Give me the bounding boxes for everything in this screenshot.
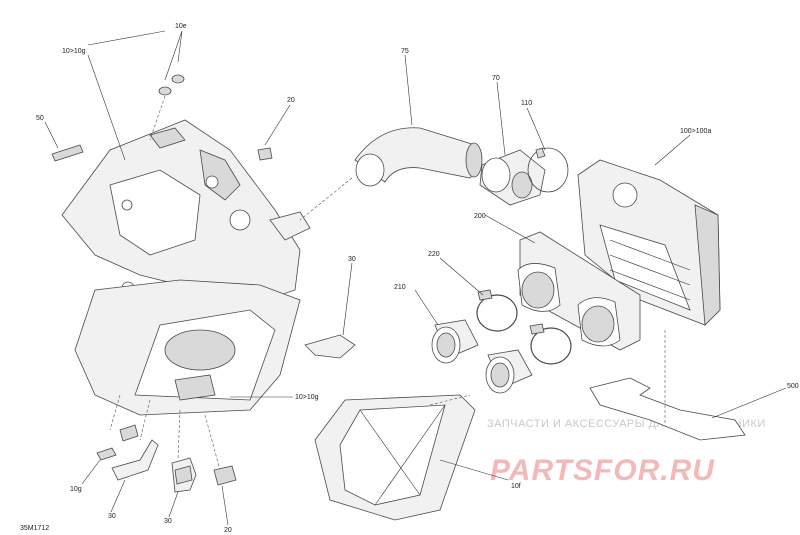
callout-75: 75 (401, 48, 409, 55)
callout-100-100a: 100>100a (680, 128, 711, 135)
watermark-logo: PARTSFOR.RU (490, 454, 715, 487)
callout-labels: 10e 10>10g 20 50 75 70 110 100>100a 200 … (20, 23, 799, 534)
callout-200: 200 (474, 213, 486, 220)
clamp-220 (476, 289, 572, 365)
clip-20-small (119, 424, 139, 442)
callout-10e: 10e (175, 23, 187, 30)
bracket-30-bl (111, 439, 159, 481)
decal-50 (51, 144, 84, 162)
callout-70: 70 (492, 75, 500, 82)
callout-500: 500 (787, 383, 799, 390)
callout-20-bottom: 20 (224, 527, 232, 534)
leader-lines (44, 30, 787, 526)
callout-10f: 10f (511, 483, 521, 490)
clip-20-top (257, 147, 273, 161)
bracket-30-bc (171, 457, 197, 493)
clip-20-bottom (213, 465, 237, 486)
callout-220: 220 (428, 251, 440, 258)
airbox-upper-frame (61, 119, 311, 301)
grommet-set (149, 74, 185, 141)
callout-20-top: 20 (287, 97, 295, 104)
callout-110: 110 (521, 100, 532, 107)
callout-30-right: 30 (348, 256, 356, 263)
callout-50: 50 (36, 115, 44, 122)
bracket-30-right (304, 334, 356, 359)
intake-duct (299, 127, 483, 221)
callout-30-bottom-left: 30 (108, 513, 116, 520)
clamp-110 (527, 147, 569, 193)
callout-30-bottom-center: 30 (164, 518, 172, 525)
sleeve-210 (431, 319, 533, 394)
filter-cover-10f (314, 394, 476, 521)
airbox-lower-housing (74, 279, 301, 471)
throttle-adapter-200 (517, 231, 641, 351)
plate-500 (589, 330, 746, 441)
callout-210: 210 (394, 284, 406, 291)
coupler-70 (479, 149, 546, 206)
clip-10g (96, 447, 117, 461)
callout-10-10g-top: 10>10g (62, 48, 86, 55)
callout-10-10g-bottom: 10>10g (295, 394, 319, 401)
filter-housing-100 (577, 159, 721, 326)
callout-10g: 10g (70, 486, 82, 493)
diagram-code: 35M1712 (20, 525, 49, 532)
